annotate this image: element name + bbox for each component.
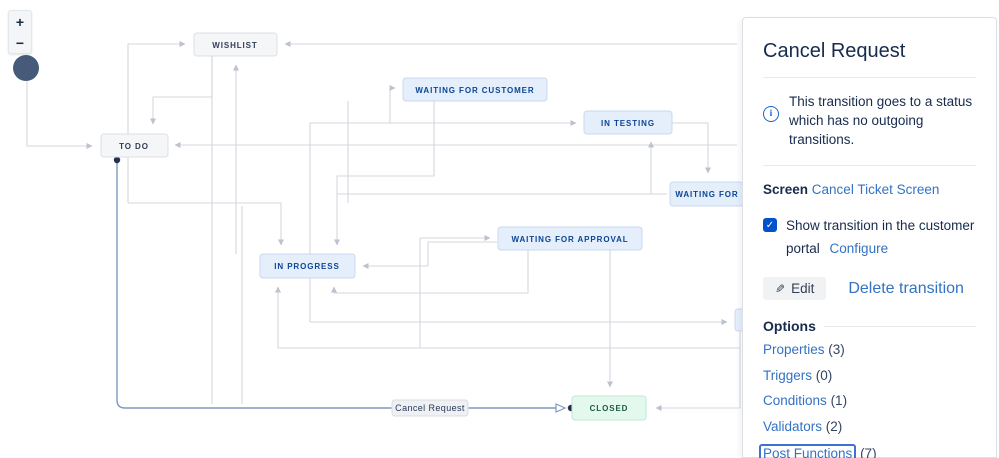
svg-text:IN TESTING: IN TESTING xyxy=(601,119,655,128)
conditions-link[interactable]: Conditions xyxy=(763,393,827,409)
svg-text:IN PROGRESS: IN PROGRESS xyxy=(274,262,339,271)
divider xyxy=(763,165,976,167)
options-item-post-functions: Post Functions (7) xyxy=(759,444,976,458)
delete-transition-link[interactable]: Delete transition xyxy=(848,279,964,297)
divider xyxy=(823,325,976,327)
svg-text:WAITING FOR APPROVAL: WAITING FOR APPROVAL xyxy=(511,235,628,244)
selected-transition-cancel-request[interactable] xyxy=(113,156,575,413)
configure-link[interactable]: Configure xyxy=(829,241,889,257)
options-item-conditions: Conditions (1) xyxy=(763,393,848,409)
svg-text:WAITING FOR: WAITING FOR xyxy=(675,190,738,199)
transition-label-cancel-request[interactable]: Cancel Request xyxy=(391,399,469,417)
zoom-in-button[interactable]: + xyxy=(15,13,25,30)
status-node-in-progress[interactable]: IN PROGRESS xyxy=(259,253,356,279)
workflow-start-node[interactable] xyxy=(13,55,39,81)
info-icon: i xyxy=(763,106,779,122)
validators-link[interactable]: Validators xyxy=(763,418,823,434)
edit-button[interactable]: ✎ Edit xyxy=(763,277,827,301)
svg-text:Cancel Request: Cancel Request xyxy=(395,403,465,413)
show-transition-checkbox[interactable]: ✓ xyxy=(763,218,777,233)
status-node-waiting-for-customer[interactable]: WAITING FOR CUSTOMER xyxy=(402,77,548,102)
transition-lines xyxy=(26,41,741,411)
status-node-wishlist[interactable]: WISHLIST xyxy=(193,32,278,57)
status-node-closed[interactable]: CLOSED xyxy=(571,395,647,421)
info-message: This transition goes to a status which h… xyxy=(789,94,973,148)
checkmark-icon: ✓ xyxy=(765,219,775,231)
options-title: Options xyxy=(763,318,816,335)
status-node-waiting-for-clipped[interactable]: WAITING FOR xyxy=(669,181,744,207)
options-list: Properties (3) Triggers (0) Conditions (… xyxy=(759,342,976,458)
checkbox-label: Show transition in the customer portal xyxy=(786,218,975,257)
edge-endpoint-dot xyxy=(113,156,121,164)
svg-text:CLOSED: CLOSED xyxy=(590,404,629,413)
transition-detail-panel: Cancel Request i This transition goes to… xyxy=(742,17,997,458)
properties-link[interactable]: Properties xyxy=(763,342,825,358)
screen-label: Screen xyxy=(763,182,809,198)
zoom-controls: + − xyxy=(8,10,32,54)
status-node-in-testing[interactable]: IN TESTING xyxy=(583,110,673,135)
options-item-properties: Properties (3) xyxy=(763,342,845,358)
divider xyxy=(763,77,976,78)
status-node-todo[interactable]: TO DO xyxy=(100,133,169,158)
open-arrowhead-icon xyxy=(555,403,567,413)
svg-text:TO DO: TO DO xyxy=(119,142,149,151)
options-item-validators: Validators (2) xyxy=(763,418,843,434)
svg-text:WISHLIST: WISHLIST xyxy=(212,41,257,50)
status-node-waiting-for-approval[interactable]: WAITING FOR APPROVAL xyxy=(497,226,643,251)
focus-ring: Post Functions xyxy=(759,444,857,458)
options-item-triggers: Triggers (0) xyxy=(763,367,833,383)
svg-text:WAITING FOR CUSTOMER: WAITING FOR CUSTOMER xyxy=(415,86,534,95)
pencil-icon: ✎ xyxy=(775,281,786,296)
post-functions-link[interactable]: Post Functions xyxy=(763,446,853,458)
screen-link[interactable]: Cancel Ticket Screen xyxy=(811,182,940,198)
panel-title: Cancel Request xyxy=(763,40,906,62)
triggers-link[interactable]: Triggers xyxy=(763,367,813,383)
zoom-out-button[interactable]: − xyxy=(15,34,25,51)
